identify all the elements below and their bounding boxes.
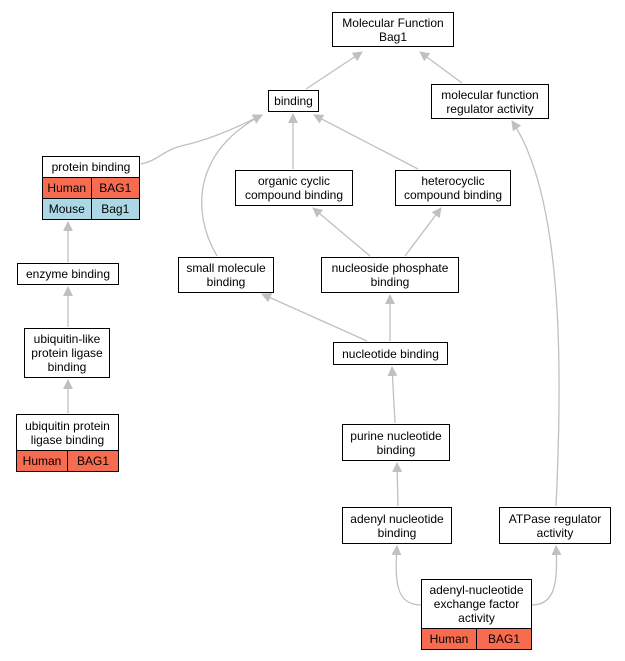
node-label: enzyme binding <box>25 267 111 281</box>
node-label: adenyl-nucleotide exchange factor activi… <box>429 583 524 625</box>
edge-exchange-to-atpase <box>531 545 562 606</box>
node-purine-nucleotide-binding[interactable]: purine nucleotide binding <box>342 424 450 461</box>
edge-heterocyclic-to-binding <box>313 114 419 170</box>
node-label: protein binding <box>51 160 131 174</box>
edge-protein-binding-to-binding <box>140 114 263 165</box>
annotation-gene: BAG1 <box>476 629 531 649</box>
node-adenyl-nucleotide-binding[interactable]: adenyl nucleotide binding <box>342 507 452 544</box>
node-label: ATPase regulator activity <box>508 511 602 540</box>
edge-purine-to-nucleotide <box>387 366 398 424</box>
node-protein-binding[interactable]: protein binding Human BAG1 Mouse Bag1 <box>42 156 140 220</box>
annotation-species: Mouse <box>48 202 85 216</box>
node-organic-cyclic-compound-binding[interactable]: organic cyclic compound binding <box>235 170 353 206</box>
node-label: binding <box>274 94 313 108</box>
annotation-row-human: Human BAG1 <box>17 450 118 471</box>
annotation-species: Human <box>429 632 469 646</box>
node-label: ubiquitin protein ligase binding <box>25 418 110 447</box>
annotation-row-mouse: Mouse Bag1 <box>43 198 139 219</box>
node-molecular-function-regulator-activity[interactable]: molecular function regulator activity <box>431 84 549 119</box>
annotation-gene: BAG1 <box>90 178 140 198</box>
edge-nucleoside-to-organic <box>312 207 371 257</box>
node-label: small molecule binding <box>186 261 266 289</box>
node-label: organic cyclic compound binding <box>244 174 344 202</box>
annotation-gene: BAG1 <box>67 451 118 471</box>
edge-nucleoside-to-heterocyclic <box>404 207 442 257</box>
node-label: molecular function regulator activity <box>441 87 539 116</box>
node-atpase-regulator-activity[interactable]: ATPase regulator activity <box>499 507 611 544</box>
annotation-row-human: Human BAG1 <box>43 177 139 198</box>
annotation-species: Human <box>47 181 87 195</box>
annotation-row-human: Human BAG1 <box>422 628 531 649</box>
node-label: ubiquitin-like protein ligase binding <box>31 332 103 374</box>
edge-adenyl-to-purine <box>392 462 403 507</box>
edge-regulator-to-root <box>419 51 463 84</box>
annotation-species: Human <box>22 454 62 468</box>
node-small-molecule-binding[interactable]: small molecule binding <box>178 257 274 293</box>
node-enzyme-binding[interactable]: enzyme binding <box>17 263 119 285</box>
node-ubiquitin-protein-ligase-binding[interactable]: ubiquitin protein ligase binding Human B… <box>16 414 119 472</box>
node-nucleoside-phosphate-binding[interactable]: nucleoside phosphate binding <box>321 257 459 293</box>
edge-atpase-to-regulator <box>511 120 560 507</box>
edge-exchange-to-adenyl-nucleotide <box>391 545 422 606</box>
annotation-gene: Bag1 <box>90 199 140 219</box>
edge-small-molecule-to-binding <box>201 114 263 257</box>
edge-binding-to-root <box>305 51 363 90</box>
node-nucleotide-binding[interactable]: nucleotide binding <box>333 342 448 365</box>
node-label: heterocyclic compound binding <box>403 174 503 202</box>
node-label: nucleotide binding <box>342 346 439 361</box>
node-label: adenyl nucleotide binding <box>350 511 444 540</box>
node-label: purine nucleotide binding <box>350 428 442 457</box>
node-adenyl-nucleotide-exchange-factor-activity[interactable]: adenyl-nucleotide exchange factor activi… <box>421 579 532 650</box>
node-label: Molecular Function Bag1 <box>342 15 444 44</box>
edge-nucleotide-to-small-molecule <box>261 293 368 342</box>
node-ubiquitin-like-protein-ligase-binding[interactable]: ubiquitin-like protein ligase binding <box>24 328 110 378</box>
node-molecular-function-bag1[interactable]: Molecular Function Bag1 <box>332 12 454 47</box>
node-binding[interactable]: binding <box>268 90 319 112</box>
node-heterocyclic-compound-binding[interactable]: heterocyclic compound binding <box>395 170 511 206</box>
node-label: nucleoside phosphate binding <box>331 261 449 289</box>
